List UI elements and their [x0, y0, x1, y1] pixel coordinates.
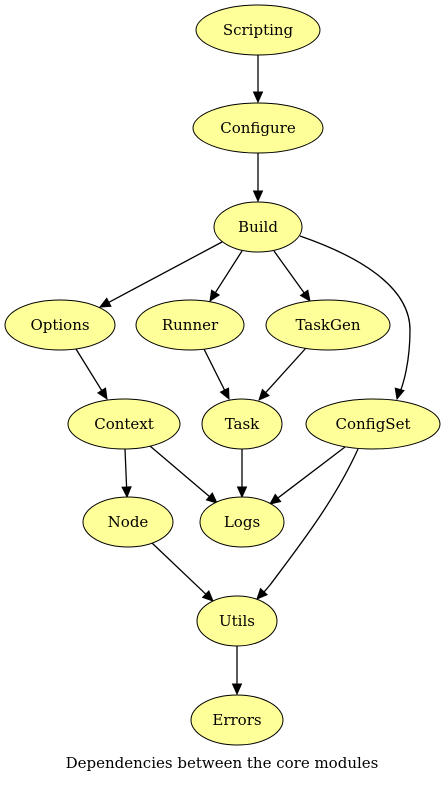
- node-runner-ellipse: [135, 299, 245, 351]
- node-task-label: Task: [225, 415, 260, 433]
- edge-node-to-utils-arrowhead: [201, 589, 214, 602]
- edge-build-to-configset: [299, 235, 411, 401]
- edge-context-to-node-line: [124, 448, 128, 489]
- node-build-label: Build: [238, 218, 278, 236]
- edge-options-to-context: [75, 348, 108, 401]
- edge-build-to-options-line: [107, 241, 223, 304]
- edge-utils-to-errors: [231, 646, 243, 696]
- edge-runner-to-task: [203, 348, 230, 401]
- node-errors: Errors: [190, 694, 284, 746]
- node-node-label: Node: [108, 513, 149, 531]
- edge-options-to-context-arrowhead: [96, 387, 108, 401]
- node-build-ellipse: [213, 201, 303, 253]
- edge-configset-to-logs-line: [276, 446, 346, 500]
- node-configset: ConfigSet: [305, 398, 441, 450]
- node-configure-ellipse: [192, 102, 324, 154]
- edge-build-to-runner-arrowhead: [209, 289, 221, 303]
- edge-build-to-configset-line: [299, 235, 411, 400]
- node-options: Options: [4, 299, 116, 351]
- edge-build-to-options-arrowhead: [98, 297, 112, 308]
- node-configure-label: Configure: [220, 119, 296, 137]
- edge-configset-to-logs-arrowhead: [269, 493, 282, 505]
- edge-task-to-logs-arrowhead: [236, 486, 248, 499]
- node-task-ellipse: [201, 398, 283, 450]
- edge-node-to-utils-line: [151, 542, 207, 596]
- edge-context-to-logs-line: [149, 445, 211, 498]
- edge-utils-to-errors-arrowhead: [231, 683, 243, 696]
- edge-configset-to-utils: [256, 448, 359, 600]
- node-options-label: Options: [30, 316, 89, 334]
- edge-node-to-utils: [151, 542, 214, 602]
- edge-taskgen-to-task: [258, 347, 307, 401]
- edge-build-to-taskgen: [273, 250, 311, 302]
- node-utils-ellipse: [196, 595, 278, 647]
- node-context: Context: [67, 398, 181, 450]
- edge-scripting-to-configure: [252, 55, 264, 104]
- edge-build-to-options: [98, 241, 223, 308]
- edge-build-to-configset-arrowhead: [394, 387, 405, 401]
- node-taskgen-label: TaskGen: [295, 316, 360, 334]
- node-runner-label: Runner: [162, 316, 219, 334]
- node-context-ellipse: [67, 398, 181, 450]
- node-configset-ellipse: [305, 398, 441, 450]
- node-logs: Logs: [199, 496, 285, 548]
- edge-context-to-logs: [149, 445, 218, 504]
- edge-configset-to-utils-arrowhead: [256, 587, 269, 600]
- node-logs-ellipse: [199, 496, 285, 548]
- edge-runner-to-task-arrowhead: [219, 387, 230, 401]
- node-errors-ellipse: [190, 694, 284, 746]
- edge-build-to-runner: [209, 250, 243, 303]
- node-context-label: Context: [94, 415, 154, 433]
- node-utils-label: Utils: [219, 612, 255, 630]
- edge-scripting-to-configure-arrowhead: [252, 91, 264, 104]
- edge-configure-to-build: [252, 153, 264, 203]
- edge-build-to-runner-line: [214, 250, 243, 294]
- edge-taskgen-to-task-arrowhead: [258, 388, 270, 401]
- edge-build-to-taskgen-arrowhead: [299, 289, 311, 302]
- node-taskgen: TaskGen: [265, 299, 391, 351]
- node-scripting-label: Scripting: [223, 21, 294, 39]
- node-configset-label: ConfigSet: [336, 415, 411, 433]
- node-task: Task: [201, 398, 283, 450]
- edge-options-to-context-line: [75, 348, 103, 392]
- edge-task-to-logs: [236, 449, 248, 499]
- edge-context-to-logs-arrowhead: [205, 492, 218, 504]
- edges-layer: [75, 55, 411, 696]
- edge-context-to-node: [121, 448, 132, 499]
- node-build: Build: [213, 201, 303, 253]
- edge-configure-to-build-arrowhead: [252, 190, 264, 203]
- diagram-caption: Dependencies between the core modules: [66, 754, 379, 772]
- edge-configset-to-logs: [269, 446, 346, 505]
- node-taskgen-ellipse: [265, 299, 391, 351]
- edge-context-to-node-arrowhead: [121, 486, 132, 499]
- node-runner: Runner: [135, 299, 245, 351]
- edge-taskgen-to-task-line: [264, 347, 307, 394]
- node-logs-label: Logs: [224, 513, 260, 531]
- edge-runner-to-task-line: [203, 348, 226, 392]
- node-configure: Configure: [192, 102, 324, 154]
- edge-build-to-taskgen-line: [273, 250, 306, 295]
- node-options-ellipse: [4, 299, 116, 351]
- node-utils: Utils: [196, 595, 278, 647]
- node-node: Node: [82, 496, 174, 548]
- node-errors-label: Errors: [212, 711, 261, 729]
- node-node-ellipse: [82, 496, 174, 548]
- node-scripting: Scripting: [195, 4, 321, 56]
- node-scripting-ellipse: [195, 4, 321, 56]
